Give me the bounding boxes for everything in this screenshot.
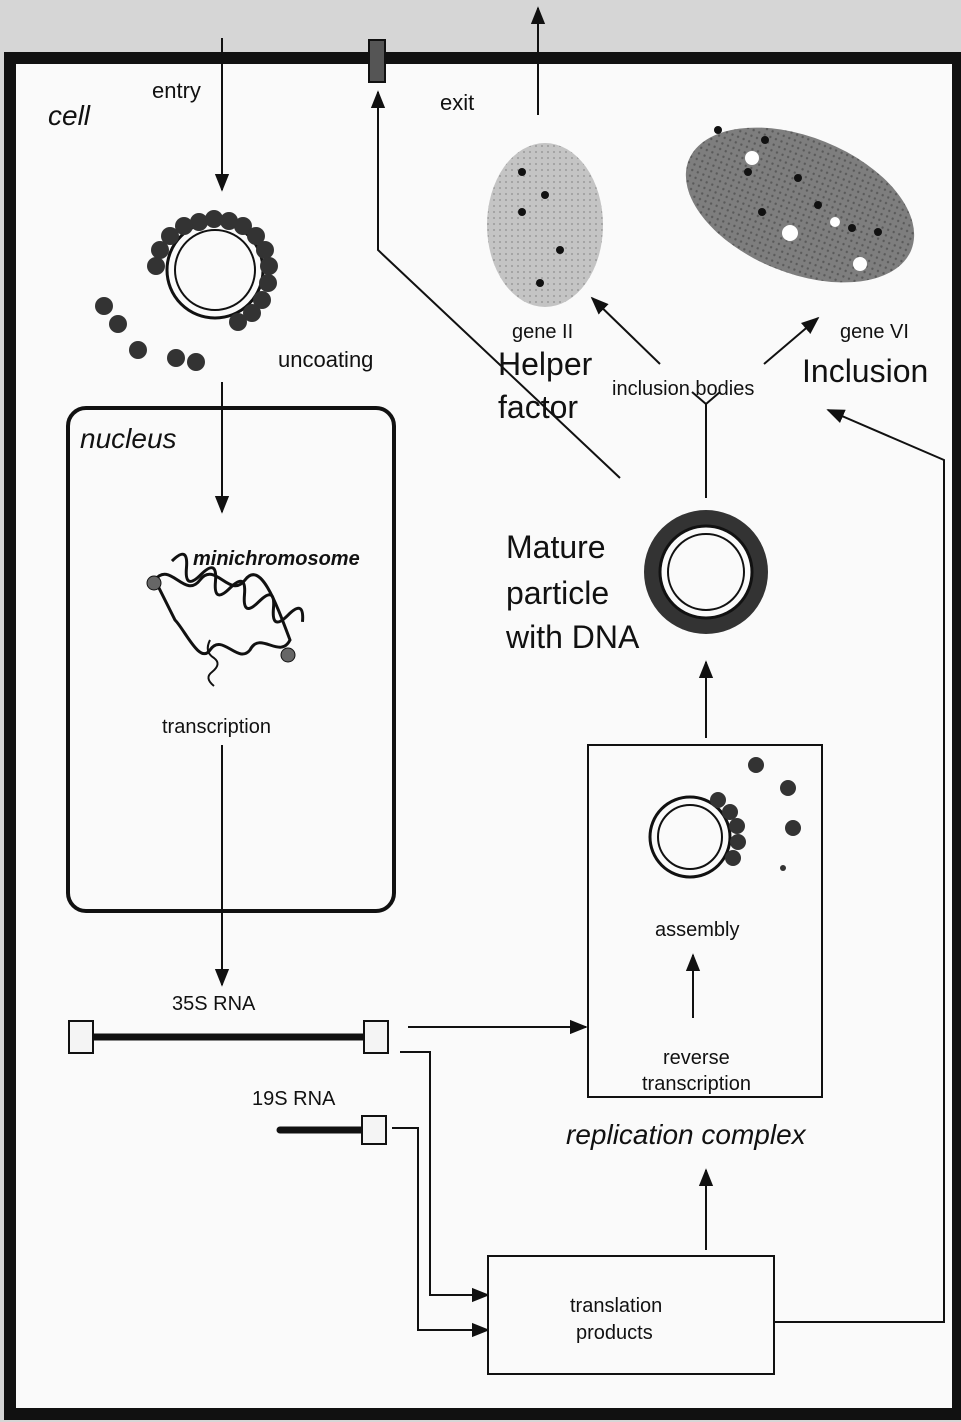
translation-products-line1: translation [570,1295,662,1317]
gene6-inclusion-body-icon [685,126,915,283]
reverse-transcription-line2: transcription [642,1073,751,1095]
gene6-label: gene VI [840,321,909,343]
mature-particle-icon [644,510,768,634]
minichromosome-label: minichromosome [193,548,360,570]
replication-complex-label: replication complex [566,1119,807,1150]
rna-35s-label: 35S RNA [172,993,256,1015]
uncoating-label: uncoating [278,347,373,372]
mature-particle-line3: with DNA [505,619,640,655]
assembly-label: assembly [655,919,739,941]
incoming-particle-icon [95,210,278,371]
rna-35s-icon [68,1020,389,1054]
to-gene2-arrow [590,296,661,365]
nucleus-label: nucleus [80,423,177,454]
gene2-label: gene II [512,321,573,343]
nucleus-boundary [66,406,396,913]
translation-to-inclusion-arrow [774,409,945,1323]
membrane-pore [368,39,386,83]
transcription-label: transcription [162,716,271,738]
rna19s-to-translation-arrow [392,1127,490,1338]
to-gene6-arrow [763,316,820,365]
replication-complex-box [587,744,823,1098]
rna35s-to-translation-arrow [400,1051,490,1303]
rna-19s-label: 19S RNA [252,1088,336,1110]
exit-path-arrow [370,90,621,479]
translation-products-box [487,1255,775,1375]
mature-particle-line1: Mature [506,529,606,565]
exit-label: exit [440,90,474,115]
translation-products-line2: products [576,1322,653,1344]
inclusion-bodies-label: inclusion bodies [612,378,754,400]
inclusion-label: Inclusion [802,353,928,389]
helper-factor-line1: Helper [498,346,593,382]
cell-label: cell [48,100,91,131]
mature-particle-line2: particle [506,575,609,611]
gene2-inclusion-body-icon [487,143,603,307]
entry-label: entry [152,78,201,103]
minichromosome-icon [146,552,305,687]
rna-19s-icon [276,1115,387,1145]
assembling-particle-icon [648,757,801,879]
helper-factor-line2: factor [498,389,578,425]
reverse-transcription-line1: reverse [663,1047,730,1069]
